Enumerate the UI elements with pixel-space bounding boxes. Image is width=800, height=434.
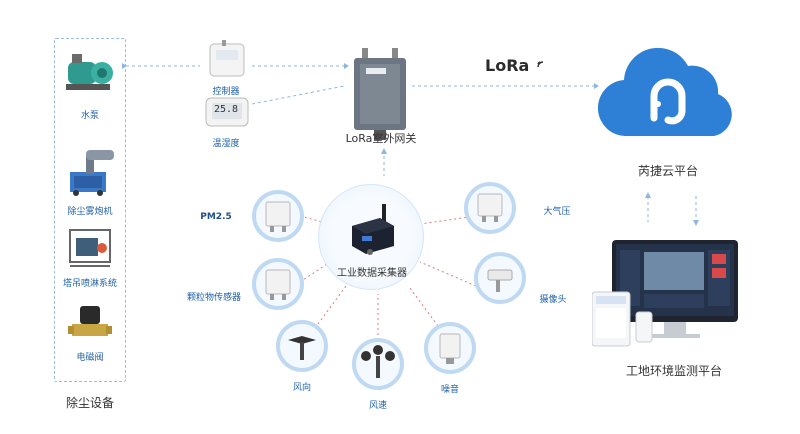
- sprinkler-system-icon: [66, 226, 114, 270]
- particle-sensor: [252, 258, 304, 310]
- fog-cannon-icon: [62, 146, 118, 196]
- pressure-sensor-icon: [477, 193, 503, 222]
- dust-equipment-box: [54, 38, 126, 382]
- lora-title: LoRa: [485, 56, 549, 75]
- pressure-sensor: [464, 182, 516, 234]
- noise-sensor: [424, 322, 476, 374]
- water-pump-icon: [64, 48, 116, 96]
- particle-sensor-icon: [265, 269, 291, 300]
- humidity-gateway-link: [251, 85, 345, 105]
- sensor-label-pm25: PM2.5: [200, 212, 232, 222]
- wind-direction-sensor: [276, 320, 328, 372]
- lcd-reading: 25.8: [214, 104, 239, 115]
- control-device-label-0: 控制器: [212, 87, 240, 97]
- sensor-label-wind-dir: 风向: [292, 383, 311, 393]
- camera-icon: [487, 269, 513, 292]
- pm25-sensor: [252, 190, 304, 242]
- sensor-label-particle: 颗粒物传感器: [186, 293, 241, 303]
- sensor-label-camera: 摄像头: [539, 295, 567, 305]
- pm25-sensor-icon: [265, 201, 291, 232]
- dust-device-label-2: 塔吊喷淋系统: [62, 279, 117, 289]
- gateway-label: LoRa室外网关: [345, 132, 417, 145]
- sensor-label-noise: 噪音: [440, 385, 459, 395]
- wifi-signal-icon: [537, 61, 544, 68]
- wind-vane-icon: [288, 336, 316, 360]
- dust-device-label-0: 水泵: [80, 111, 99, 121]
- monitoring-platform-screens: [591, 240, 742, 350]
- cloud-label: 芮捷云平台: [637, 164, 698, 178]
- data-collector-icon: [346, 204, 398, 258]
- sensor-label-wind-speed: 风速: [368, 401, 387, 411]
- noise-sensor-icon: [439, 333, 461, 364]
- camera-sensor: [474, 252, 526, 304]
- control-device-label-1: 温湿度: [212, 139, 240, 149]
- arrowheads: [122, 63, 699, 226]
- dust-device-label-3: 电磁阀: [76, 353, 104, 363]
- dust-group-label: 除尘设备: [65, 396, 114, 410]
- anemometer-icon: [361, 345, 395, 378]
- lora-text: LoRa: [485, 56, 530, 75]
- dust-device-label-1: 除尘雾炮机: [67, 207, 113, 217]
- hub-label: 工业数据采集器: [337, 268, 407, 279]
- sensor-label-pressure: 大气压: [543, 207, 571, 217]
- wind-speed-sensor: [352, 338, 404, 390]
- thermo-hygrometer-icon: 25.8: [204, 96, 250, 130]
- controller-icon: [204, 40, 250, 80]
- solenoid-valve-icon: [68, 304, 112, 342]
- lora-gateway-icon: [348, 48, 412, 146]
- platform-label: 工地环境监测平台: [625, 364, 722, 378]
- cloud-platform-icon: [597, 44, 738, 140]
